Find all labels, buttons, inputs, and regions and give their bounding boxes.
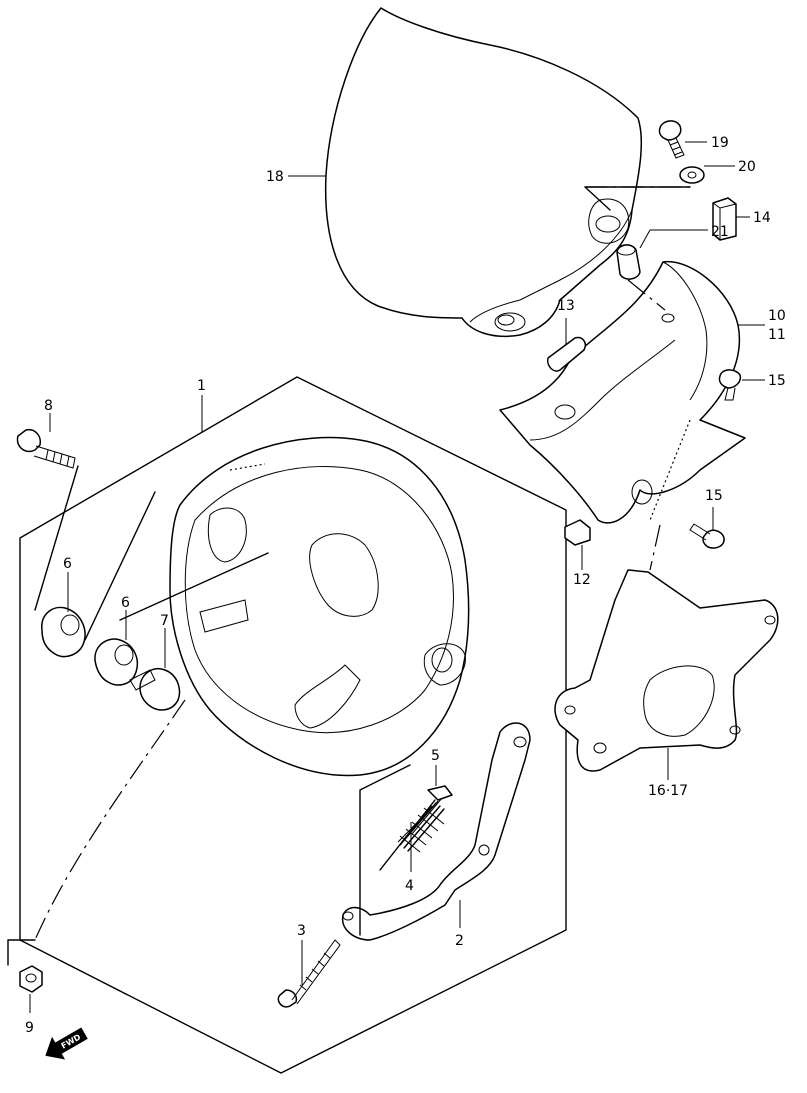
callout-15b[interactable]: 15: [705, 488, 723, 504]
part-13-spacer[interactable]: [546, 336, 587, 372]
callout-15a[interactable]: 15: [768, 373, 786, 389]
callout-18[interactable]: 18: [266, 169, 284, 185]
assembly-lines: [7, 186, 691, 966]
callout-14[interactable]: 14: [753, 210, 771, 226]
callout-19[interactable]: 19: [711, 135, 729, 151]
callout-2[interactable]: 2: [455, 933, 464, 949]
assembly-group-outline: [19, 376, 567, 1074]
part-15a-screw[interactable]: [718, 369, 742, 401]
forward-arrow-icon: FWD: [45, 1027, 88, 1060]
part-15b-screw[interactable]: [689, 523, 725, 549]
callout-21[interactable]: 21: [711, 224, 729, 240]
part-21-collar[interactable]: [616, 244, 641, 280]
part-10-11-housing[interactable]: [499, 261, 746, 524]
callout-6a[interactable]: 6: [63, 556, 72, 572]
part-18-visor[interactable]: [324, 7, 643, 338]
part-9-nut[interactable]: [19, 965, 43, 993]
callout-6b[interactable]: 6: [121, 595, 130, 611]
callout-12[interactable]: 12: [573, 572, 591, 588]
callout-5[interactable]: 5: [431, 748, 440, 764]
callout-4[interactable]: 4: [405, 878, 414, 894]
part-6a-damper[interactable]: [41, 606, 86, 658]
part-14-cushion[interactable]: [712, 197, 737, 241]
part-1-headlamp-shell[interactable]: [169, 436, 470, 777]
callout-1[interactable]: 1: [197, 378, 206, 394]
leader-lines: [29, 141, 765, 1013]
part-3-adjust-screw[interactable]: [277, 939, 341, 1008]
callout-8[interactable]: 8: [44, 398, 53, 414]
callout-13[interactable]: 13: [557, 298, 575, 314]
part-4-spring[interactable]: [397, 797, 445, 853]
callout-3[interactable]: 3: [297, 923, 306, 939]
callout-labels: 1 2 3 4 5 6 6 7 8 9 10 11 12 13 14 15 15…: [25, 135, 786, 1036]
callout-10[interactable]: 10: [768, 308, 786, 324]
part-5-nut[interactable]: [427, 785, 453, 801]
part-12-cushion[interactable]: [564, 519, 591, 546]
part-7-collar[interactable]: [129, 668, 181, 711]
part-6b-damper[interactable]: [94, 638, 139, 686]
part-2-adjuster-bracket[interactable]: [341, 722, 531, 941]
callout-7[interactable]: 7: [160, 613, 169, 629]
part-8-bolt[interactable]: [16, 428, 76, 469]
part-20-washer[interactable]: [679, 166, 705, 184]
callout-11[interactable]: 11: [768, 327, 786, 343]
part-16-17-bracket[interactable]: [554, 569, 779, 772]
part-19-screw[interactable]: [658, 120, 685, 159]
callout-20[interactable]: 20: [738, 159, 756, 175]
callout-16-17[interactable]: 16·17: [648, 783, 688, 799]
callout-9[interactable]: 9: [25, 1020, 34, 1036]
